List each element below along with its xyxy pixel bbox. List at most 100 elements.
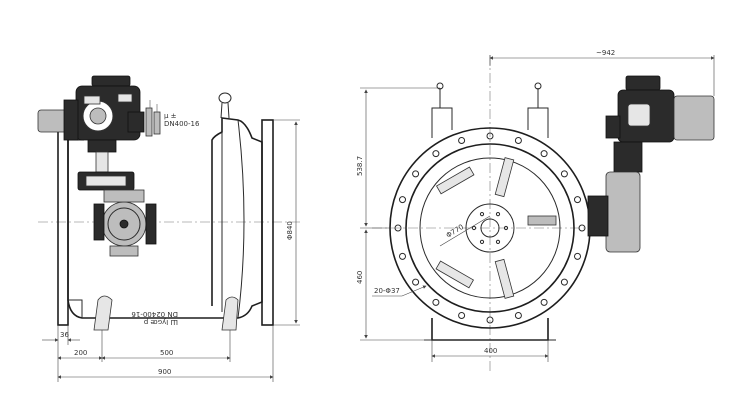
pilot-tag-upper: µ ±: [164, 112, 177, 120]
front-actuator-motor: [673, 95, 715, 141]
pilot-valves: µ ± DN400-16: [145, 100, 200, 137]
hub-hole: [479, 212, 485, 217]
electric-actuator: [37, 75, 145, 141]
dim-500: 500: [160, 349, 173, 357]
left-flange: [57, 119, 69, 326]
lift-eye-left-ring: [436, 82, 444, 90]
hub-inner: [480, 218, 500, 238]
bolt-hole: [560, 170, 568, 178]
dim-base-width: 400: [484, 347, 497, 355]
gear-disc-mount: [93, 203, 105, 241]
bolt-hole: [574, 196, 581, 204]
actuator-dial-inner: [89, 107, 107, 125]
inner-ring: [405, 143, 575, 313]
bolt-hole: [412, 170, 420, 178]
leader-bolt-spec: [372, 285, 427, 297]
internal-vanes: [435, 157, 557, 299]
body-bulge: [237, 119, 245, 319]
lift-eye-right-ring: [534, 82, 542, 90]
pilot-valve-1: [145, 107, 153, 137]
nameplate: DN 02400-16 Ш Iyɢœ p: [131, 310, 178, 326]
front-actuator-window: [627, 103, 651, 127]
dim-flange-diameter: Φ840: [286, 221, 294, 240]
hub-outer: [465, 203, 515, 253]
gear-disc-upper-link: [103, 189, 145, 203]
gear-disc-bracket: [145, 203, 157, 245]
pilot-valve-2: [153, 111, 161, 135]
bolt-hole: [574, 252, 581, 260]
bolt-hole: [514, 137, 522, 144]
support-foot-left: [93, 295, 113, 331]
bolt-hole: [540, 298, 548, 306]
dim-900: 900: [158, 368, 171, 376]
actuator-motor: [37, 109, 69, 133]
pilot-tag-lower: DN400-16: [164, 120, 200, 128]
top-boss-right: [527, 107, 549, 138]
hub-hole: [503, 225, 509, 231]
hub-holes: [471, 212, 509, 244]
bolt-hole: [394, 224, 402, 232]
front-actuator-coupling: [605, 115, 621, 139]
front-view: ~942 538.7 460 20-Φ37 Φ770 400: [356, 49, 715, 372]
right-flange: [261, 119, 274, 326]
bolt-hole: [578, 224, 586, 232]
nameplate-line1: DN 02400-16: [131, 310, 178, 318]
bolt-hole: [399, 252, 406, 260]
front-actuator-cap: [625, 75, 661, 91]
bolt-hole: [432, 298, 440, 306]
bolt-hole: [514, 312, 522, 319]
gear-disc-lower-link: [109, 245, 139, 257]
actuator-window: [83, 95, 101, 105]
front-gearbox: [605, 171, 641, 253]
top-boss-left: [431, 107, 453, 138]
gear-disc-inner: [107, 207, 141, 241]
leader-bore: [439, 215, 491, 247]
lifting-lug-neck: [220, 102, 230, 119]
bolt-hole: [486, 316, 494, 324]
vane-right-arm: [527, 215, 557, 226]
hub-hole: [495, 212, 501, 217]
gear-disc-hub: [119, 219, 129, 229]
bore: [419, 157, 561, 299]
bolt-hole: [458, 137, 466, 144]
support-foot-right: [221, 296, 239, 331]
bolt-hole: [560, 278, 568, 286]
vane-upper-left: [435, 166, 475, 195]
dim-bolt-spec: 20-Φ37: [374, 287, 400, 295]
bolt-hole: [486, 132, 494, 140]
dim-upper-height: 538.7: [356, 156, 364, 176]
bolt-hole: [540, 150, 548, 158]
yoke-stem: [95, 151, 109, 173]
valve-body-outline: [67, 117, 263, 319]
yoke-top: [87, 139, 117, 153]
bolt-hole: [458, 312, 466, 319]
vane-upper-right: [494, 157, 515, 198]
vane-lower-left: [435, 260, 475, 289]
hub-hole: [495, 239, 501, 244]
front-yoke: [613, 141, 643, 173]
actuator-top-cap: [91, 75, 131, 87]
gear-disc-assembly: [93, 189, 157, 257]
nameplate-line2: Ш Iyɢœ p: [143, 318, 178, 326]
bolt-hole: [412, 278, 420, 286]
lifting-lug: [218, 92, 232, 104]
front-gearbox-flange: [587, 195, 609, 237]
bolt-hole: [399, 196, 406, 204]
bolt-hole: [432, 150, 440, 158]
actuator-label: [117, 93, 133, 103]
dim-top-width: ~942: [596, 49, 615, 57]
gearbox-face: [85, 175, 127, 187]
bolt-holes: [394, 132, 586, 324]
dim-200: 200: [74, 349, 87, 357]
dim-36: 36: [60, 331, 69, 339]
actuator-side-box: [127, 111, 145, 133]
vane-lower-right: [494, 258, 515, 299]
actuator-coupling: [63, 99, 79, 141]
hub-hole: [471, 225, 477, 231]
hub-hole: [479, 239, 485, 244]
side-view: DN 02400-16 Ш Iyɢœ p µ ± DN400-1: [37, 75, 300, 382]
dim-lower-height: 460: [356, 271, 364, 284]
body-lower-left: [68, 299, 83, 318]
